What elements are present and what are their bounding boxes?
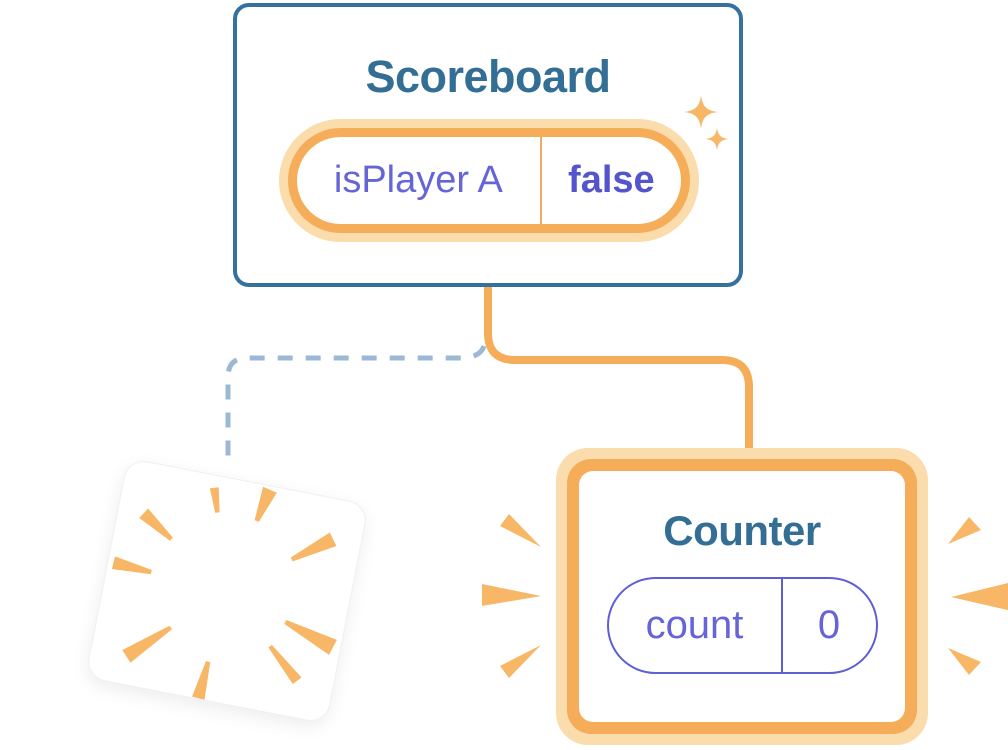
poof-ray [268, 644, 302, 685]
scoreboard-card: Scoreboard isPlayer A false [233, 3, 743, 287]
emphasis-ray [482, 584, 541, 606]
poof-ray [254, 486, 277, 522]
state-pill: isPlayer A false [297, 137, 681, 224]
dashed-connector-line [225, 345, 487, 464]
counter-title: Counter [663, 507, 821, 554]
state-pill-ring: isPlayer A false [288, 128, 690, 233]
count-state-value: 0 [780, 579, 876, 672]
counter-card-glow: Counter count 0 [556, 448, 928, 745]
poof-card [84, 457, 370, 725]
poof-ray [209, 487, 220, 513]
counter-card: Counter count 0 [579, 471, 905, 722]
emphasis-ray [948, 648, 981, 675]
state-pill-glow: isPlayer A false [279, 119, 699, 242]
emphasis-ray [948, 517, 981, 544]
scoreboard-title: Scoreboard [365, 51, 611, 102]
poof-ray [111, 556, 152, 575]
solid-connector-line [484, 285, 753, 452]
emphasis-ray [951, 582, 1008, 611]
count-state-pill: count 0 [606, 577, 878, 674]
state-value: false [539, 137, 681, 224]
poof-burst-icon [111, 486, 337, 700]
poof-ray [122, 625, 172, 663]
poof-ray [284, 620, 337, 655]
emphasis-ray [500, 514, 541, 547]
emphasis-ray [500, 645, 541, 678]
counter-card-ring: Counter count 0 [567, 459, 917, 734]
poof-ray [139, 508, 173, 541]
poof-ray [290, 532, 337, 562]
poof-ray [192, 660, 211, 700]
count-state-key: count [645, 603, 744, 647]
state-key: isPlayer A [333, 159, 503, 201]
